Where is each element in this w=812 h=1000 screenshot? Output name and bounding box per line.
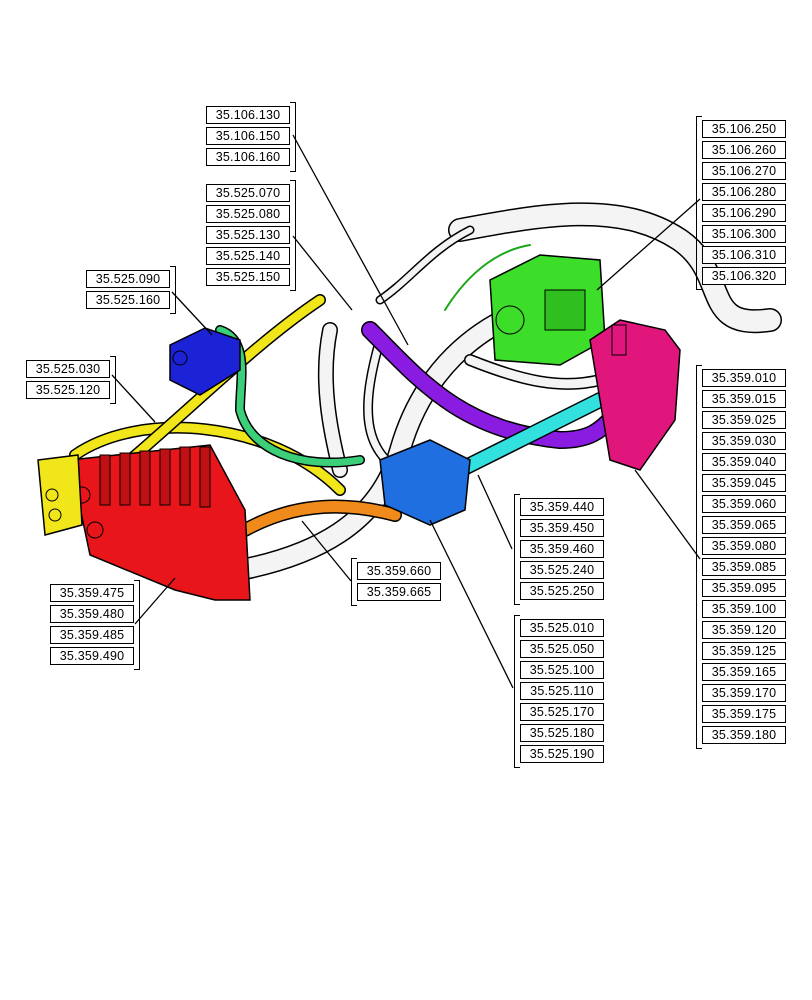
part-number-box: 35.525.140 — [206, 247, 290, 265]
part-number-box: 35.359.030 — [702, 432, 786, 450]
part-number-box: 35.106.270 — [702, 162, 786, 180]
part-number-box: 35.359.480 — [50, 605, 134, 623]
part-number-box: 35.359.460 — [520, 540, 604, 558]
inlet-cover — [37, 454, 83, 536]
part-number-box: 35.359.485 — [50, 626, 134, 644]
callout-bracket — [170, 266, 176, 314]
part-number-box: 35.359.040 — [702, 453, 786, 471]
part-number-box: 35.359.440 — [520, 498, 604, 516]
part-number-box: 35.106.310 — [702, 246, 786, 264]
part-number-box: 35.525.100 — [520, 661, 604, 679]
part-number-box: 35.359.170 — [702, 684, 786, 702]
pilot-lines — [375, 225, 475, 305]
callout-bracket — [696, 116, 702, 290]
part-number-box: 35.359.065 — [702, 516, 786, 534]
return-hose — [361, 321, 619, 449]
callout-bracket — [290, 180, 296, 291]
callout-bracket — [110, 356, 116, 404]
part-number-box: 35.359.165 — [702, 663, 786, 681]
part-number-box: 35.106.290 — [702, 204, 786, 222]
part-number-box: 35.525.160 — [86, 291, 170, 309]
part-number-box: 35.106.250 — [702, 120, 786, 138]
part-number-box: 35.106.300 — [702, 225, 786, 243]
filter-block — [169, 327, 241, 396]
part-number-box: 35.525.030 — [26, 360, 110, 378]
part-number-box: 35.525.190 — [520, 745, 604, 763]
priority-valve — [589, 319, 681, 471]
part-number-box: 35.106.150 — [206, 127, 290, 145]
callout-bracket — [696, 365, 702, 749]
part-number-box: 35.359.085 — [702, 558, 786, 576]
part-number-box: 35.525.050 — [520, 640, 604, 658]
callout-bracket — [514, 615, 520, 768]
control-valve — [69, 444, 251, 601]
part-number-box: 35.106.320 — [702, 267, 786, 285]
part-number-box: 35.106.130 — [206, 106, 290, 124]
supply-hose — [452, 392, 608, 478]
part-number-box: 35.525.130 — [206, 226, 290, 244]
callout-bracket — [514, 494, 520, 605]
part-number-box: 35.525.070 — [206, 184, 290, 202]
part-number-box: 35.525.240 — [520, 561, 604, 579]
part-number-box: 35.525.120 — [26, 381, 110, 399]
part-number-box: 35.106.160 — [206, 148, 290, 166]
part-number-box: 35.525.180 — [520, 724, 604, 742]
part-number-box: 35.359.490 — [50, 647, 134, 665]
part-number-box: 35.359.025 — [702, 411, 786, 429]
part-number-box: 35.525.150 — [206, 268, 290, 286]
orange-hose — [238, 499, 402, 537]
part-number-box: 35.359.120 — [702, 621, 786, 639]
part-number-box: 35.359.660 — [357, 562, 441, 580]
tank-hose — [199, 202, 782, 586]
leader-lines — [111, 134, 701, 689]
part-number-box: 35.359.100 — [702, 600, 786, 618]
part-number-box: 35.525.170 — [520, 703, 604, 721]
part-number-box: 35.359.080 — [702, 537, 786, 555]
part-number-box: 35.359.125 — [702, 642, 786, 660]
part-number-box: 35.525.110 — [520, 682, 604, 700]
part-number-box: 35.359.045 — [702, 474, 786, 492]
part-number-box: 35.106.280 — [702, 183, 786, 201]
part-number-box: 35.359.060 — [702, 495, 786, 513]
callout-bracket — [351, 558, 357, 606]
part-number-box: 35.525.080 — [206, 205, 290, 223]
part-number-box: 35.359.015 — [702, 390, 786, 408]
callout-bracket — [290, 102, 296, 172]
part-number-box: 35.525.250 — [520, 582, 604, 600]
part-number-box: 35.359.665 — [357, 583, 441, 601]
part-number-box: 35.359.450 — [520, 519, 604, 537]
part-number-box: 35.359.095 — [702, 579, 786, 597]
part-number-box: 35.525.090 — [86, 270, 170, 288]
callout-bracket — [134, 580, 140, 670]
part-number-box: 35.359.175 — [702, 705, 786, 723]
part-number-box: 35.525.010 — [520, 619, 604, 637]
diverter-block — [379, 439, 471, 526]
part-number-box: 35.106.260 — [702, 141, 786, 159]
part-number-box: 35.359.475 — [50, 584, 134, 602]
pump — [489, 254, 606, 366]
part-number-box: 35.359.010 — [702, 369, 786, 387]
part-number-box: 35.359.180 — [702, 726, 786, 744]
